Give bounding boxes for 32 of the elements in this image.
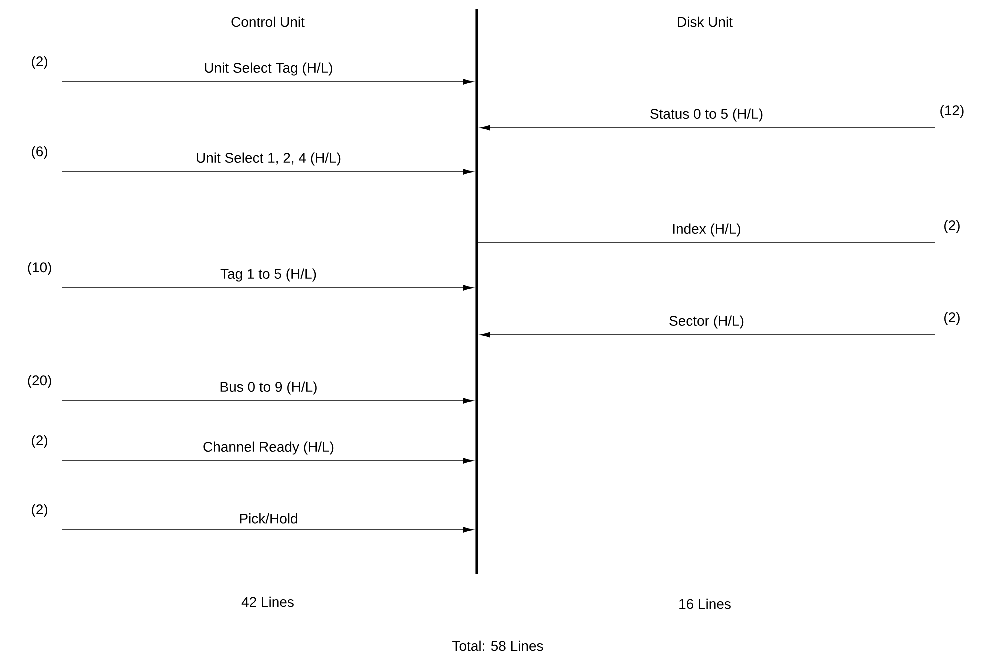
line-count: (20)	[28, 375, 52, 388]
signal-label: Unit Select Tag (H/L)	[203, 62, 334, 77]
line-count: (12)	[940, 105, 964, 118]
unit-heading: Control Unit	[232, 16, 305, 28]
line-count: (6)	[32, 146, 48, 160]
signal-label: Channel Ready (H/L)	[202, 440, 336, 456]
interface-bar	[476, 10, 478, 574]
line-total: 42 Lines	[242, 596, 294, 608]
line-total: 16 Lines	[680, 598, 731, 610]
arrow	[62, 527, 474, 533]
signal-label: Tag 1 to 5 (H/L)	[220, 268, 318, 283]
signal-label: Status 0 to 5 (H/L)	[648, 108, 765, 123]
line-count: (2)	[32, 435, 48, 448]
signal-label: Sector (H/L)	[668, 314, 746, 330]
arrow	[480, 125, 936, 131]
line-count: (10)	[28, 262, 52, 276]
line-count: (2)	[32, 504, 48, 518]
arrow	[480, 332, 936, 338]
arrow	[62, 458, 474, 464]
arrow	[62, 398, 474, 404]
line-count: (2)	[944, 220, 960, 234]
line-count: (2)	[32, 56, 48, 70]
arrow	[62, 285, 474, 291]
arrow	[62, 169, 474, 175]
arrow	[62, 79, 474, 85]
signal-label: Index (H/L)	[671, 222, 742, 238]
signal-label: Bus 0 to 9 (H/L)	[218, 380, 319, 396]
line-count: (2)	[944, 312, 960, 326]
signal-label: Pick/Hold	[238, 512, 300, 525]
unit-heading: Disk Unit	[678, 16, 733, 28]
grand-total: Total: 58 Lines	[452, 640, 544, 652]
signal-label: Unit Select 1, 2, 4 (H/L)	[195, 152, 342, 167]
